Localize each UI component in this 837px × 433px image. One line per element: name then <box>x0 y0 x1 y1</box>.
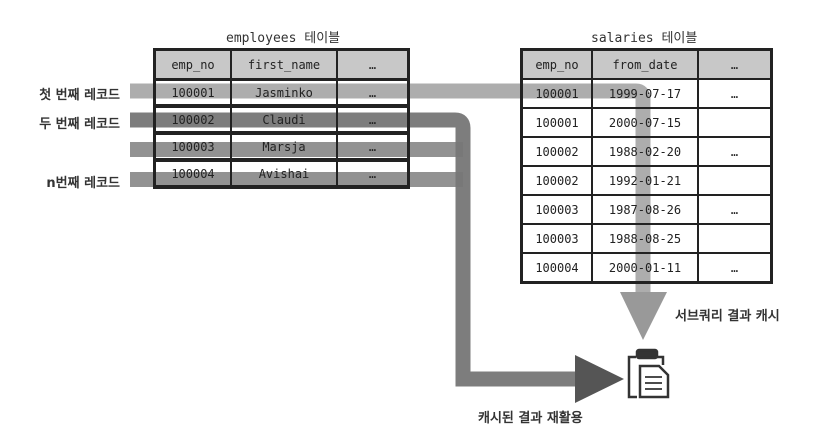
cell: … <box>698 137 771 166</box>
column-header: emp_no <box>155 50 231 79</box>
cell: 100002 <box>522 166 592 195</box>
record-label-second: 두 번째 레코드 <box>39 117 120 132</box>
cache-caption: 서브쿼리 결과 캐시 <box>675 309 780 324</box>
cell: 100001 <box>522 79 592 108</box>
cell: 100004 <box>155 160 231 187</box>
column-header: … <box>337 50 408 79</box>
cell: 1992-01-21 <box>592 166 698 195</box>
cell: 100004 <box>522 253 592 282</box>
column-header: … <box>698 50 771 79</box>
table-header-row: emp_no from_date … <box>522 50 771 79</box>
cell: 100001 <box>155 79 231 106</box>
cache-path-band <box>130 83 651 295</box>
salaries-table-title: salaries 테이블 <box>591 31 698 46</box>
reuse-caption: 캐시된 결과 재활용 <box>478 411 583 426</box>
column-header: from_date <box>592 50 698 79</box>
cell: Avishai <box>231 160 337 187</box>
cell: 100003 <box>522 224 592 253</box>
table-header-row: emp_no first_name … <box>155 50 408 79</box>
cell: … <box>337 79 408 106</box>
cell: … <box>698 79 771 108</box>
cell: … <box>698 195 771 224</box>
cell: Claudi <box>231 106 337 133</box>
cell: 2000-07-15 <box>592 108 698 137</box>
cell: 1988-02-20 <box>592 137 698 166</box>
cell: 1987-08-26 <box>592 195 698 224</box>
record-label-first: 첫 번째 레코드 <box>39 88 120 103</box>
cell <box>698 166 771 195</box>
column-header: emp_no <box>522 50 592 79</box>
record-label-nth: n번째 레코드 <box>46 176 120 191</box>
cell: … <box>337 160 408 187</box>
clipboard-document-icon <box>627 348 670 399</box>
cell: 100003 <box>522 195 592 224</box>
cell: 100002 <box>522 137 592 166</box>
cell: 100001 <box>522 108 592 137</box>
reuse-path-band <box>130 112 580 387</box>
cell: … <box>698 253 771 282</box>
cell: … <box>337 106 408 133</box>
column-header: first_name <box>231 50 337 79</box>
cache-arrowhead <box>620 292 667 340</box>
cell: … <box>337 133 408 160</box>
cell: 1999-07-17 <box>592 79 698 108</box>
cell <box>698 108 771 137</box>
record-band-3 <box>130 142 463 157</box>
cell: 2000-01-11 <box>592 253 698 282</box>
cell: 1988-08-25 <box>592 224 698 253</box>
employees-table-title: employees 테이블 <box>226 31 341 46</box>
cell: 100002 <box>155 106 231 133</box>
cell: Jasminko <box>231 79 337 106</box>
cell: Marsja <box>231 133 337 160</box>
record-band-4 <box>130 172 463 187</box>
cell <box>698 224 771 253</box>
reuse-arrowhead <box>575 355 624 403</box>
cell: 100003 <box>155 133 231 160</box>
